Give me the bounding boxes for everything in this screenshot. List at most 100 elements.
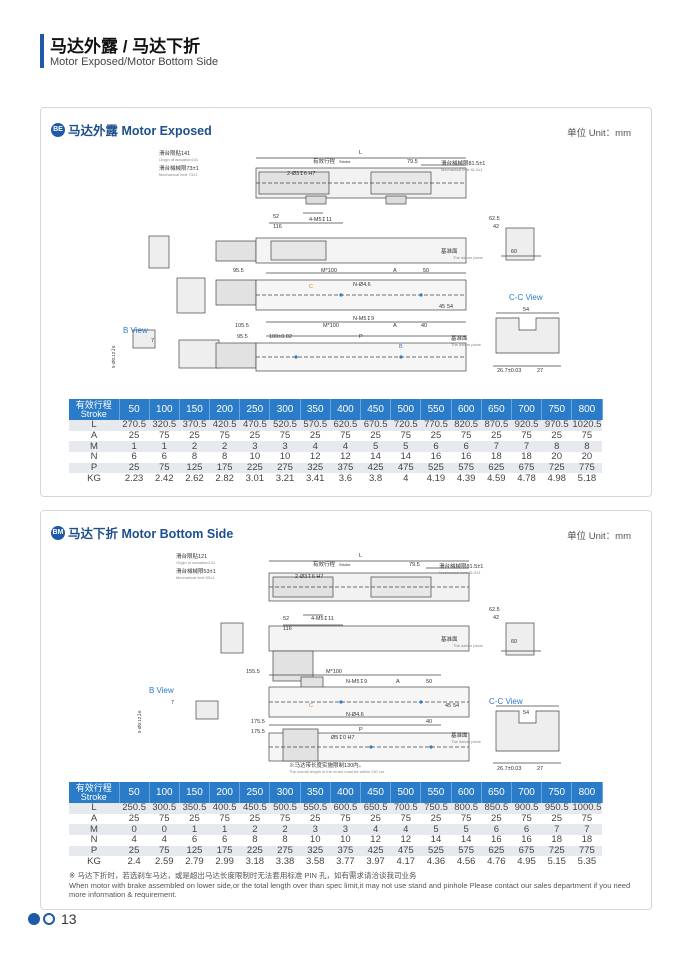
dim-95-5-b: 95.5 — [237, 334, 248, 340]
hole-n46: N-Ø4.6 — [353, 282, 371, 288]
table-cell: 1000.5 — [571, 802, 602, 814]
row-label: L — [69, 803, 119, 814]
table-cell: 75 — [400, 430, 412, 442]
table-cell: 75 — [460, 813, 472, 825]
dim-54: 54 — [453, 703, 459, 709]
table-cell: 6 — [191, 834, 198, 846]
stroke-col: 700 — [511, 782, 543, 803]
table-cell: 4.78 — [517, 472, 536, 484]
section-badge-icon: BM — [51, 525, 65, 540]
table-cell: 5 — [360, 441, 391, 453]
table-cell: 8 — [222, 451, 228, 463]
table-cell: 4.95 — [517, 855, 536, 867]
stroke-col: 450 — [360, 782, 392, 803]
stroke-col: 500 — [390, 782, 422, 803]
table-cell: 4 — [360, 824, 391, 836]
dim-79-5: 79.5 — [409, 562, 420, 568]
table-cell: 10 — [309, 834, 321, 846]
table-cell: 16 — [521, 834, 532, 846]
table-cell: 18 — [581, 834, 593, 846]
dim-155-5: 155.5 — [246, 669, 260, 675]
header-accent-bar — [40, 34, 44, 68]
table-cell: 18 — [521, 451, 532, 463]
dim-45: 45 — [439, 304, 445, 310]
table-cell: 75 — [581, 813, 593, 825]
table-cell: 920.5 — [511, 420, 542, 431]
table-cell: 25 — [551, 813, 562, 825]
dim-62-5: 62.5 — [489, 607, 500, 613]
table-cell: 25 — [119, 463, 150, 474]
table-cell: 600.5 — [330, 803, 361, 814]
table-cell: 7 — [541, 824, 572, 836]
table-cell: 250.5 — [119, 803, 150, 814]
table-cell: 325 — [300, 463, 331, 474]
table-cell: 2.79 — [185, 855, 204, 867]
table-cell: 675 — [511, 463, 542, 474]
dim-50: 50 — [426, 679, 432, 685]
dim-40: 40 — [421, 323, 427, 329]
page-number: 13 — [61, 911, 77, 927]
table-cell: 2.23 — [124, 472, 144, 484]
m-100: M*100 — [326, 669, 342, 675]
table-cell: 775 — [571, 463, 602, 474]
row-label: P — [69, 846, 119, 857]
table-cell: 1 — [179, 824, 210, 836]
table-cell: 4.98 — [547, 472, 566, 484]
datum-label-2-en: The datum plane — [451, 342, 482, 347]
table-cell: 6 — [481, 824, 512, 836]
stroke-col: 400 — [330, 782, 362, 803]
dim-60: 60 — [511, 249, 517, 255]
table-cell: 25 — [370, 430, 381, 442]
hole-spec: 2-Ø3↧6 H7 — [295, 573, 323, 580]
dim-50: 50 — [423, 268, 429, 274]
limit-note-en: The overall length of the motor must be … — [289, 769, 385, 774]
unit-label: 单位 Unit：mm — [567, 531, 631, 542]
dim-95-5: 95.5 — [233, 268, 244, 274]
table-cell: 375 — [330, 463, 361, 474]
table-cell: 8 — [191, 451, 198, 463]
stroke-col: 550 — [420, 399, 452, 420]
table-cell: 800.5 — [451, 803, 482, 814]
dim-54-cc: 54 — [523, 710, 529, 716]
table-cell: 2.42 — [155, 472, 174, 484]
dim-100: 100±0.02 — [269, 334, 292, 340]
table-cell: 275 — [269, 463, 301, 474]
table-cell: 2.82 — [215, 472, 234, 484]
table-cell: 7 — [481, 441, 512, 453]
table-cell: 20 — [551, 451, 562, 463]
dim-A: A — [396, 679, 400, 685]
L-label: L — [359, 150, 362, 156]
table-cell: 570.5 — [300, 420, 331, 431]
table-cell: 25 — [551, 430, 562, 442]
dim-54: 54 — [447, 304, 453, 310]
table-cell: 18 — [491, 451, 502, 463]
mech-label: 滑台械械限53±1 — [176, 567, 216, 575]
dim-26-7: 26.7±0.03 — [497, 368, 521, 374]
table-cell: 5.15 — [547, 855, 566, 867]
table-cell: 25 — [128, 430, 140, 442]
table-cell: 175 — [209, 463, 240, 474]
table-cell: 2 — [209, 441, 240, 453]
table-cell: 4 — [131, 834, 137, 846]
table-cell: 1 — [119, 441, 150, 453]
table-cell: 475 — [390, 846, 421, 857]
actuator-body-side — [268, 625, 470, 652]
table-cell: 750.5 — [420, 803, 452, 814]
table-cell: 425 — [360, 846, 391, 857]
dim-26-7: 26.7±0.03 — [497, 766, 521, 772]
page-title: 马达外露 / 马达下折 — [50, 37, 201, 56]
table-cell: 725 — [541, 463, 572, 474]
dim-P: P — [359, 334, 363, 340]
b-view-label: B View — [123, 326, 148, 335]
stroke-col: 800 — [571, 782, 603, 803]
dim-116: 116 — [283, 626, 292, 632]
stroke-col: 550 — [420, 782, 452, 803]
stroke-label: 有效行程 — [313, 560, 336, 568]
